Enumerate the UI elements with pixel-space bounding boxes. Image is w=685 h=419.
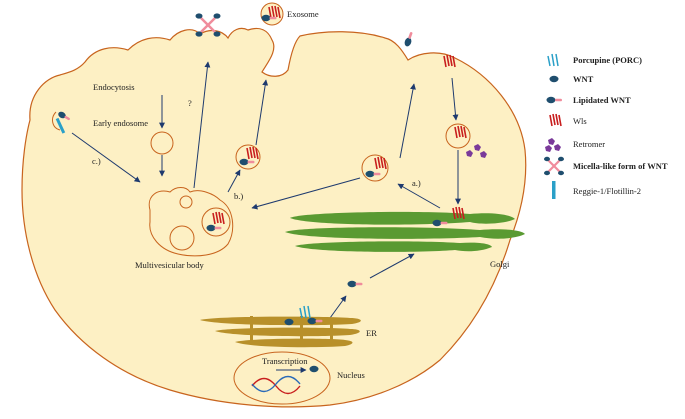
legend-label-3: Wls (573, 116, 587, 126)
arrow-transit-to-golgi (369, 253, 415, 279)
early-endosome-label: Early endosome (93, 118, 148, 128)
endoplasmic-reticulum (200, 316, 361, 348)
nucleus-label: Nucleus (337, 370, 365, 380)
question-label: ? (188, 98, 192, 108)
lipidated-wnt-icon (546, 96, 562, 104)
legend: Porcupine (PORC) WNT Lipidated WNT Wls R… (544, 53, 668, 199)
arrow-membrane-to-retromer (451, 77, 459, 121)
cell-membrane (21, 27, 527, 408)
arrow-c (71, 132, 141, 183)
exosome-vesicle (260, 2, 284, 26)
retromer-icon (545, 138, 561, 152)
wnt-icon (549, 75, 559, 83)
porcupine-icon (547, 53, 559, 67)
legend-label-4: Retromer (573, 139, 605, 149)
legend-label-2: Lipidated WNT (573, 95, 631, 105)
nucleus (233, 351, 331, 405)
reggie-complex (55, 111, 70, 134)
vesicle-b (235, 144, 261, 170)
micelle-wnt (195, 13, 221, 37)
golgi-label: Golgi (490, 259, 510, 269)
early-endosome (150, 131, 174, 155)
legend-label-1: WNT (573, 74, 594, 84)
retromer-vesicle (445, 123, 487, 158)
legend-label-5: Micella-like form of WNT (573, 161, 668, 171)
wls-icon (549, 113, 562, 127)
arrow-er-to-transit (329, 295, 347, 319)
arrow-a-to-mvb (251, 177, 361, 210)
transcription-label: Transcription (262, 356, 308, 366)
multivesicular-body (148, 187, 234, 257)
path-a-label: a.) (412, 178, 421, 188)
legend-label-0: Porcupine (PORC) (573, 55, 642, 65)
endocytic-pit (52, 111, 61, 131)
mvb-label: Multivesicular body (135, 260, 204, 270)
endocytosis-label: Endocytosis (93, 82, 135, 92)
arrow-golgi-to-a (397, 183, 441, 209)
er-label: ER (366, 328, 377, 338)
membrane-lipidated-wnt (404, 32, 413, 47)
arrow-b-to-membrane (255, 79, 269, 146)
legend-label-6: Reggie-1/Flotillin-2 (573, 186, 641, 196)
er-porcupine-complex (284, 305, 323, 326)
vesicle-a (361, 154, 389, 182)
arrow-mvb-to-b (227, 169, 241, 193)
reggie-icon (552, 181, 556, 199)
exosome-label: Exosome (287, 9, 319, 19)
arrow-mvb-to-micelle (193, 61, 211, 189)
arrow-a-to-membrane (399, 83, 416, 159)
golgi-apparatus (285, 206, 525, 252)
path-c-label: c.) (92, 156, 101, 166)
micelle-icon (544, 156, 564, 176)
path-b-label: b.) (234, 191, 243, 201)
